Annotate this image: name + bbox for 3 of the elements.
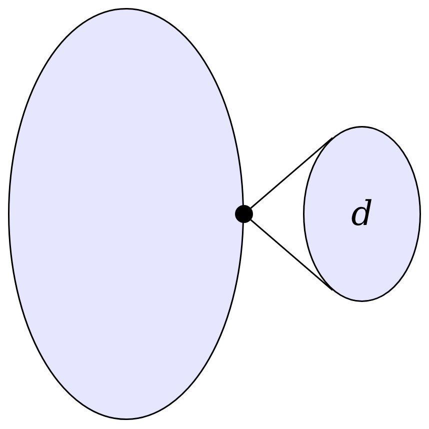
connector-line xyxy=(250,137,333,209)
connector-line xyxy=(250,219,333,291)
ellipse-label: d xyxy=(351,197,373,231)
